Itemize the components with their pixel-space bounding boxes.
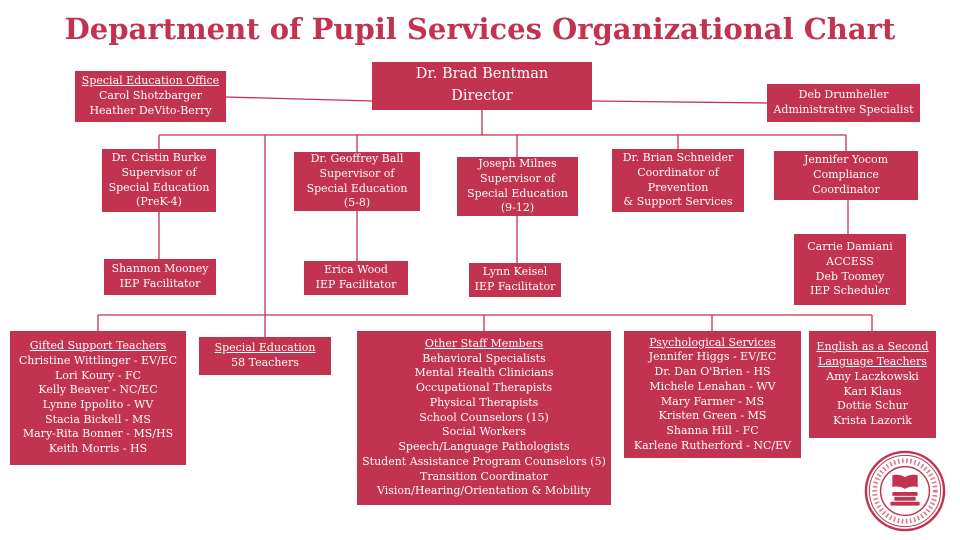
group-header: Gifted Support Teachers (29, 339, 167, 353)
member-line: Behavioral Specialists (422, 351, 546, 365)
member-line: Jennifer Yocom (803, 153, 889, 167)
member-line: Christine Wittlinger - EV/EC (18, 353, 178, 367)
member-line: Dr. Geoffrey Ball (310, 152, 404, 166)
member-line: Stacia Bickell - MS (45, 412, 151, 426)
member-line: (9-12) (500, 201, 535, 215)
member-line: (5-8) (343, 196, 371, 210)
member-line: Speech/Language Pathologists (398, 440, 570, 454)
member-line: Dr. Cristin Burke (111, 151, 207, 165)
member-line: Supervisor of (480, 171, 555, 185)
member-line: IEP Facilitator (119, 277, 201, 290)
group-header: Other Staff Members (424, 336, 544, 350)
node-psychological-services: Psychological Services Jennifer Higgs - … (624, 331, 801, 458)
group-header: English as a Second Language Teachers (816, 340, 929, 369)
member-line: Dottie Schur (837, 399, 908, 413)
member-line: Dr. Brad Bentman (415, 66, 549, 83)
member-line: Compliance (813, 168, 879, 182)
member-line: Keith Morris - HS (48, 442, 148, 456)
member-line: Krista Lazorik (833, 413, 912, 427)
member-line: Amy Laczkowski (826, 369, 919, 383)
page-title: Department of Pupil Services Organizatio… (64, 12, 896, 46)
member-line: Supervisor of (121, 165, 197, 179)
member-line: Karlene Rutherford - NC/EV (633, 438, 792, 452)
school-district-seal (864, 450, 946, 532)
member-line: Erica Wood (324, 263, 388, 277)
member-line: Special Education (306, 181, 408, 195)
book-icon (890, 474, 920, 506)
node-gifted-support-teachers: Gifted Support Teachers Christine Wittli… (10, 331, 186, 465)
node-other-staff-members: Other Staff Members Behavioral Specialis… (357, 331, 611, 505)
member-line: Coordinator of (637, 165, 719, 179)
member-line: Occupational Therapists (415, 381, 553, 395)
node-special-education-teachers: Special Education 58 Teachers (199, 337, 331, 375)
member-line: Director (451, 88, 513, 104)
member-line: Kelly Beaver - NC/EC (38, 383, 158, 397)
member-line: Physical Therapists (429, 395, 539, 409)
member-line: Mary Farmer - MS (660, 394, 765, 408)
member-line: Lori Koury - FC (54, 368, 142, 382)
member-line: Prevention (647, 180, 709, 194)
member-line: Administrative Specialist (773, 103, 914, 116)
member-line: & Support Services (623, 195, 733, 209)
member-line: Vision/Hearing/Orientation & Mobility (376, 484, 592, 498)
member-line: Mental Health Clinicians (414, 366, 554, 380)
group-header: Special Education Office (81, 74, 220, 88)
member-line: Shannon Mooney (111, 262, 209, 276)
member-line: Deb Drumheller (798, 88, 889, 102)
member-line: School Counselors (15) (419, 410, 549, 424)
member-line: Lynne Ippolito - WV (42, 398, 154, 411)
member-line: Carrie Damiani (807, 240, 893, 254)
member-line: Deb Toomey (815, 269, 885, 283)
member-line: Kari Klaus (843, 384, 902, 398)
member-line: 58 Teachers (231, 356, 299, 369)
member-line: Heather DeVito-Berry (89, 103, 212, 117)
member-line: ACCESS (826, 254, 874, 268)
member-line: Coordinator (812, 182, 880, 196)
member-line: Michele Lenahan - WV (649, 379, 776, 393)
node-special-education-office: Special Education Office Carol Shotzbarg… (75, 71, 226, 122)
member-line: Supervisor of (319, 166, 395, 180)
group-header: Psychological Services (649, 335, 776, 349)
member-line: Mary-Rita Bonner - MS/HS (22, 427, 174, 441)
member-line: IEP Scheduler (810, 284, 890, 298)
member-line: Shanna Hill - FC (666, 423, 759, 437)
group-header: Special Education (214, 341, 316, 355)
member-line: Carol Shotzbarger (99, 89, 202, 103)
member-line: Student Assistance Program Counselors (5… (362, 454, 606, 468)
member-line: Joseph Milnes (478, 157, 557, 171)
member-line: IEP Facilitator (315, 278, 397, 291)
node-esl-teachers: English as a Second Language Teachers Am… (809, 331, 936, 438)
member-line: Dr. Brian Schneider (622, 151, 734, 165)
member-line: IEP Facilitator (474, 280, 556, 293)
member-line: Kristen Green - MS (658, 409, 767, 423)
member-line: (PreK-4) (136, 195, 182, 209)
member-line: Special Education (467, 186, 568, 200)
member-line: Special Education (108, 180, 210, 194)
member-line: Jennifer Higgs - EV/EC (648, 350, 777, 364)
member-line: Transition Coordinator (420, 469, 548, 483)
member-line: Dr. Dan O'Brien - HS (654, 365, 771, 379)
member-line: Lynn Keisel (482, 265, 548, 279)
member-line: Social Workers (442, 425, 526, 439)
